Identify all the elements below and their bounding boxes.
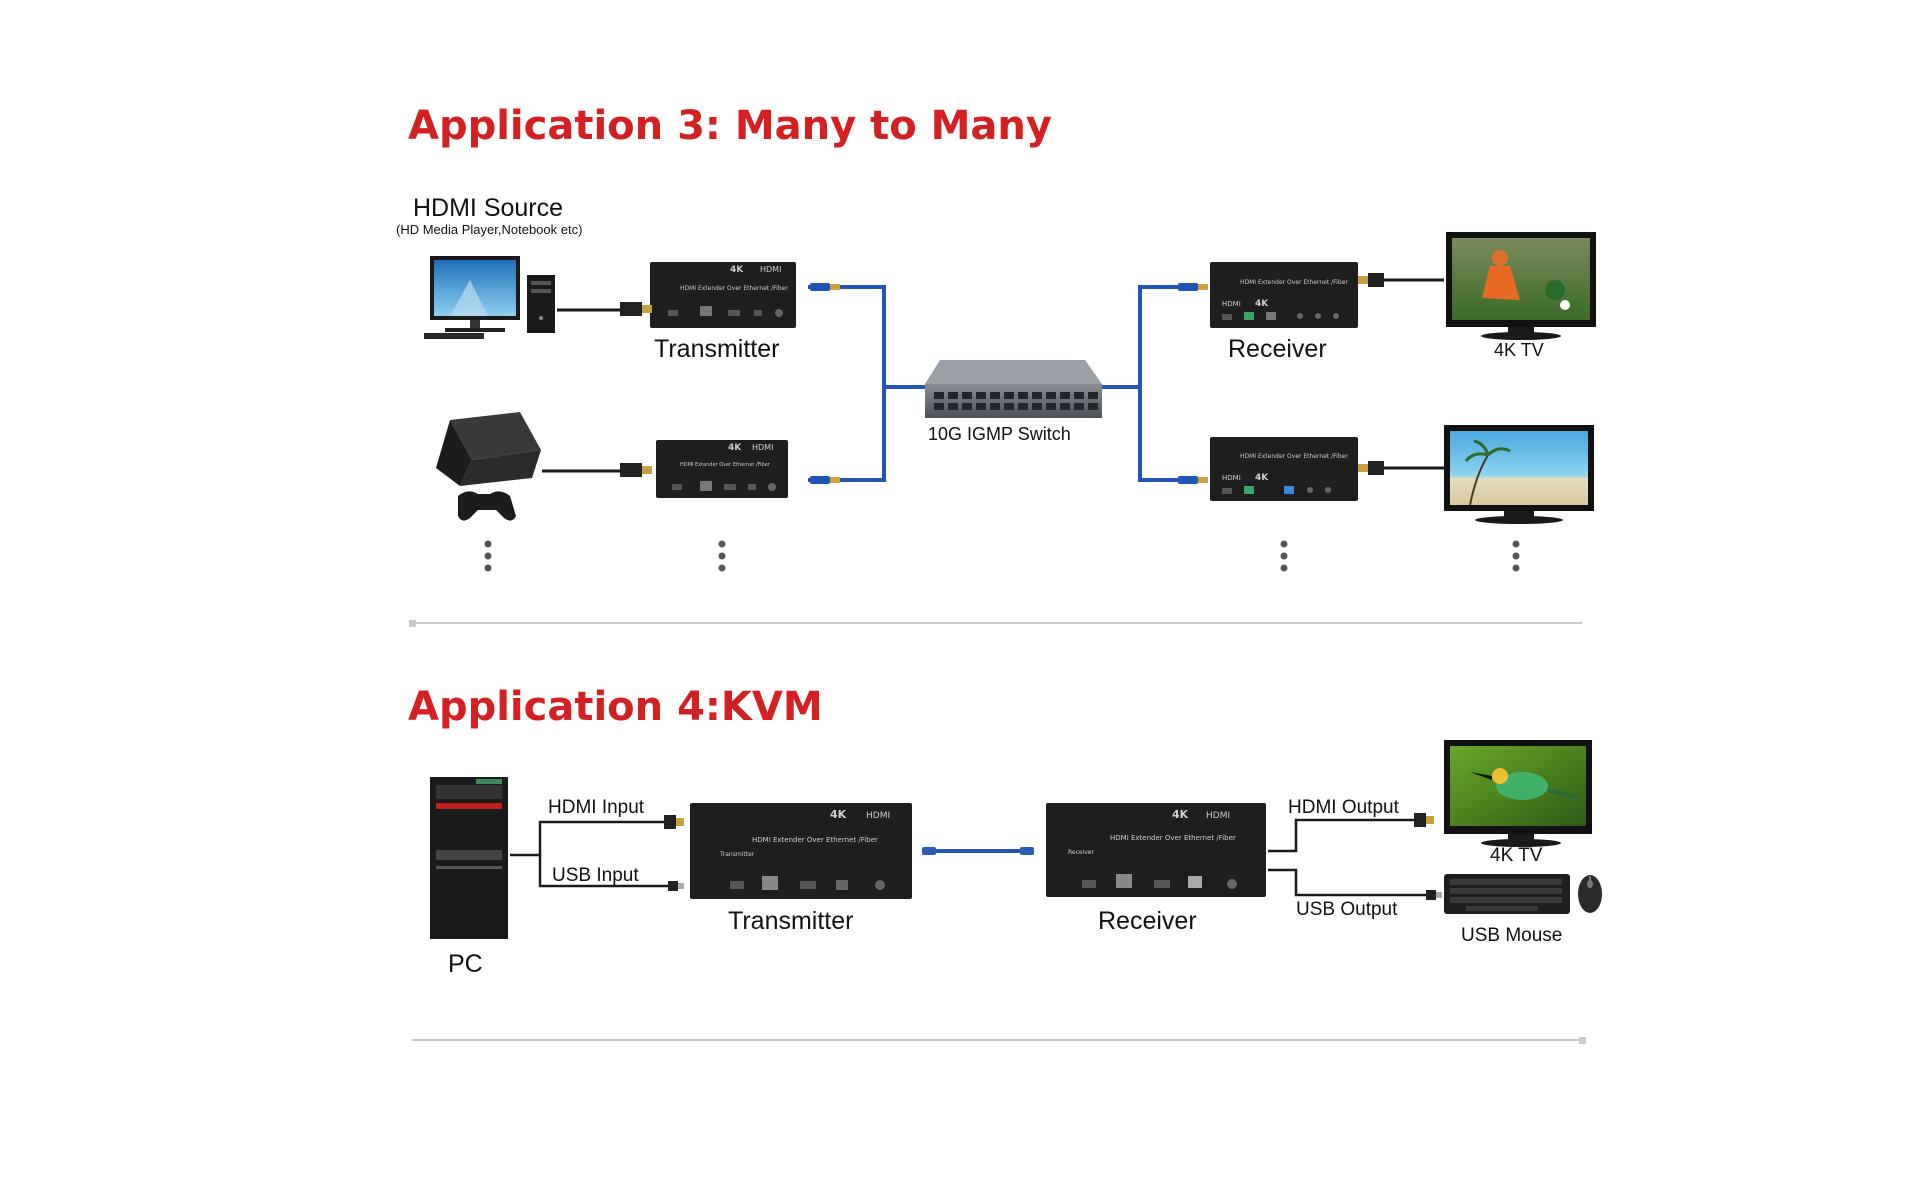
usb-plug (668, 881, 678, 891)
app4-transmitter-label: Transmitter (728, 907, 853, 935)
kvm-receiver-box: HDMI 4K HDMI Extender Over Ethernet /Fib… (1046, 803, 1266, 897)
kvm-rx-hdmi-logo: HDMI (1206, 811, 1230, 821)
app4-title: Application 4:KVM (408, 684, 823, 730)
usb-plug-tip (678, 883, 684, 889)
hdmi-plug-tip (676, 818, 684, 826)
usb-mouse-label: USB Mouse (1461, 925, 1562, 946)
hdmi-plug-tip (1358, 464, 1368, 472)
kvm-rx-name: HDMI Extender Over Ethernet /Fiber (1110, 834, 1236, 842)
receiver-box-1: HDMI Extender Over Ethernet /Fiber HDMI … (1210, 262, 1358, 328)
tx1-4k-badge: 4K (730, 265, 744, 275)
app4-tv-label: 4K TV (1490, 845, 1543, 866)
transmitter-box-1: HDMI 4K HDMI Extender Over Ethernet /Fib… (650, 262, 796, 328)
switch-label: 10G IGMP Switch (928, 424, 1071, 444)
hdmi-source-note: (HD Media Player,Notebook etc) (396, 222, 582, 237)
hdmi-plug (620, 302, 642, 316)
divider-end (409, 620, 416, 627)
rx1-hdmi-logo: HDMI (1222, 300, 1241, 308)
rx2-4k-badge: 4K (1255, 473, 1269, 483)
hdmi-plug-tip (1358, 276, 1368, 284)
hdmi-plug-tip (642, 305, 652, 313)
hdmi-plug (1414, 813, 1426, 827)
network-switch-icon (925, 360, 1102, 418)
tx2-hdmi-logo: HDMI (752, 443, 773, 452)
pc-tower-icon (430, 777, 508, 939)
tv-icon (1444, 740, 1592, 847)
network-cables-left (808, 285, 936, 482)
rj45-plugs (810, 283, 1208, 484)
hdmi-output-label: HDMI Output (1288, 797, 1400, 818)
kvm-tx-4k-badge: 4K (830, 808, 847, 821)
tv-icon (1446, 232, 1596, 340)
pc-label: PC (448, 950, 483, 978)
mouse-icon (1578, 875, 1602, 913)
app3-receiver-label: Receiver (1228, 335, 1327, 363)
tv-icon (1444, 425, 1594, 524)
hdmi-input-label: HDMI Input (548, 797, 645, 818)
gamepad-icon (458, 491, 516, 521)
tx1-hdmi-logo: HDMI (760, 265, 781, 274)
more-indicator-dots (484, 540, 1520, 572)
rx-output-cables (1268, 818, 1430, 897)
rj45-plug (1020, 847, 1034, 855)
divider-end (1579, 1037, 1586, 1044)
app4-receiver-label: Receiver (1098, 907, 1197, 935)
desktop-monitor-icon (424, 256, 520, 339)
keyboard-icon (1444, 874, 1570, 914)
kvm-rx-4k-badge: 4K (1172, 808, 1189, 821)
receiver-box-2: HDMI Extender Over Ethernet /Fiber HDMI … (1210, 437, 1358, 501)
kvm-transmitter-box: HDMI 4K HDMI Extender Over Ethernet /Fib… (690, 803, 912, 899)
rx1-name: HDMI Extender Over Ethernet /Fiber (1240, 279, 1348, 286)
kvm-tx-name: HDMI Extender Over Ethernet /Fiber (752, 836, 878, 844)
rx2-hdmi-logo: HDMI (1222, 474, 1241, 482)
tx1-name: HDMI Extender Over Ethernet /Fiber (680, 285, 788, 292)
hdmi-plug-tip (642, 466, 652, 474)
kvm-tx-sub: Transmitter (719, 851, 755, 858)
hdmi-plug (1368, 273, 1384, 287)
rx1-4k-badge: 4K (1255, 299, 1269, 309)
usb-plug (1426, 890, 1436, 900)
usb-input-label: USB Input (552, 865, 639, 886)
usb-plug-tip (1436, 892, 1442, 898)
hdmi-source-label: HDMI Source (413, 194, 563, 222)
transmitter-box-2: HDMI 4K HDMI Extender Over Ethernet /Fib… (656, 440, 788, 498)
game-console-icon (436, 412, 541, 486)
kvm-rx-sub: Receiver (1068, 849, 1094, 856)
usb-output-label: USB Output (1296, 899, 1398, 920)
pc-cables (510, 820, 674, 888)
tx2-name: HDMI Extender Over Ethernet /Fiber (680, 462, 771, 468)
tx2-4k-badge: 4K (728, 443, 742, 453)
app3-title: Application 3: Many to Many (408, 103, 1052, 149)
app3-transmitter-label: Transmitter (654, 335, 779, 363)
kvm-tx-hdmi-logo: HDMI (866, 811, 890, 821)
hdmi-plug (664, 815, 676, 829)
rj45-plug (922, 847, 936, 855)
hdmi-plug-tip (1426, 816, 1434, 824)
hdmi-plug (620, 463, 642, 477)
rx2-name: HDMI Extender Over Ethernet /Fiber (1240, 453, 1348, 460)
pc-tower-icon (527, 275, 555, 333)
app3-tv-label: 4K TV (1494, 340, 1544, 360)
network-cables-right (1102, 285, 1200, 482)
hdmi-plug (1368, 461, 1384, 475)
